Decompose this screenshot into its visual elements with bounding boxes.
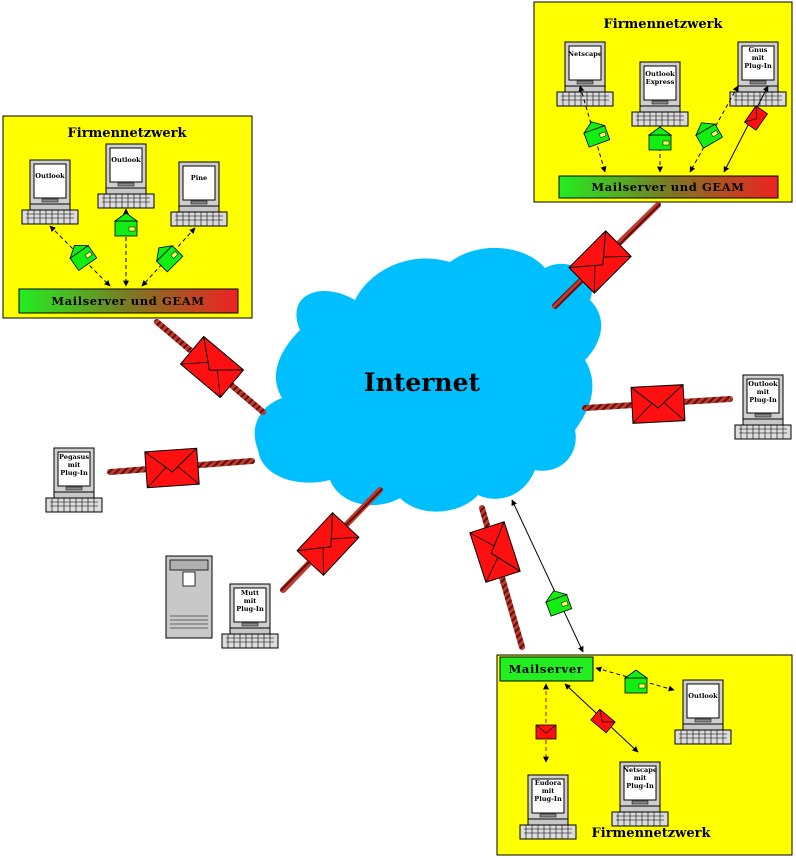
network-left: Firmennetzwerk Outlook Outlook Pine Mail…	[2, 115, 253, 319]
link-left-network	[154, 319, 266, 415]
bottom-mailserver	[499, 656, 594, 682]
server-tower-icon	[165, 555, 213, 639]
link-right-network	[552, 202, 661, 309]
left-client-3: Pine	[170, 161, 228, 227]
link-bottom-plain	[511, 499, 584, 653]
internet-cloud	[254, 247, 602, 512]
link-mutt	[280, 487, 383, 593]
right-client-1: Netscape	[556, 41, 614, 107]
left-client-1: Outlook	[21, 159, 79, 225]
network-bottom-title: Firmennetzwerk	[592, 826, 712, 841]
bottom-mailserver-label: Mailserver	[509, 662, 584, 676]
right-mailserver-label: Mailserver und GEAM	[591, 180, 744, 194]
network-bottom: Firmennetzwerk Mailserver Outlook Netsca…	[496, 654, 793, 856]
bottom-client-1-label: Outlook	[688, 692, 718, 700]
network-right-title: Firmennetzwerk	[604, 17, 724, 32]
left-client-2-label: Outlook	[111, 156, 141, 164]
link-bottom-network	[469, 505, 525, 650]
internet-label: Internet	[364, 368, 481, 397]
bottom-encrypted-mail-2	[535, 724, 557, 740]
left-client-3-label: Pine	[191, 174, 207, 182]
right-client-1-label: Netscape	[568, 50, 602, 58]
network-left-title: Firmennetzwerk	[68, 126, 188, 141]
link-outlook	[582, 384, 733, 424]
link-pegasus	[107, 447, 255, 489]
left-client-2: Outlook	[97, 143, 155, 209]
left-mailserver-label: Mailserver und GEAM	[51, 294, 204, 308]
bottom-client-1: Outlook	[674, 679, 732, 745]
left-client-1-label: Outlook	[35, 172, 65, 180]
left-mailserver	[18, 288, 239, 314]
right-mailserver	[558, 175, 779, 199]
